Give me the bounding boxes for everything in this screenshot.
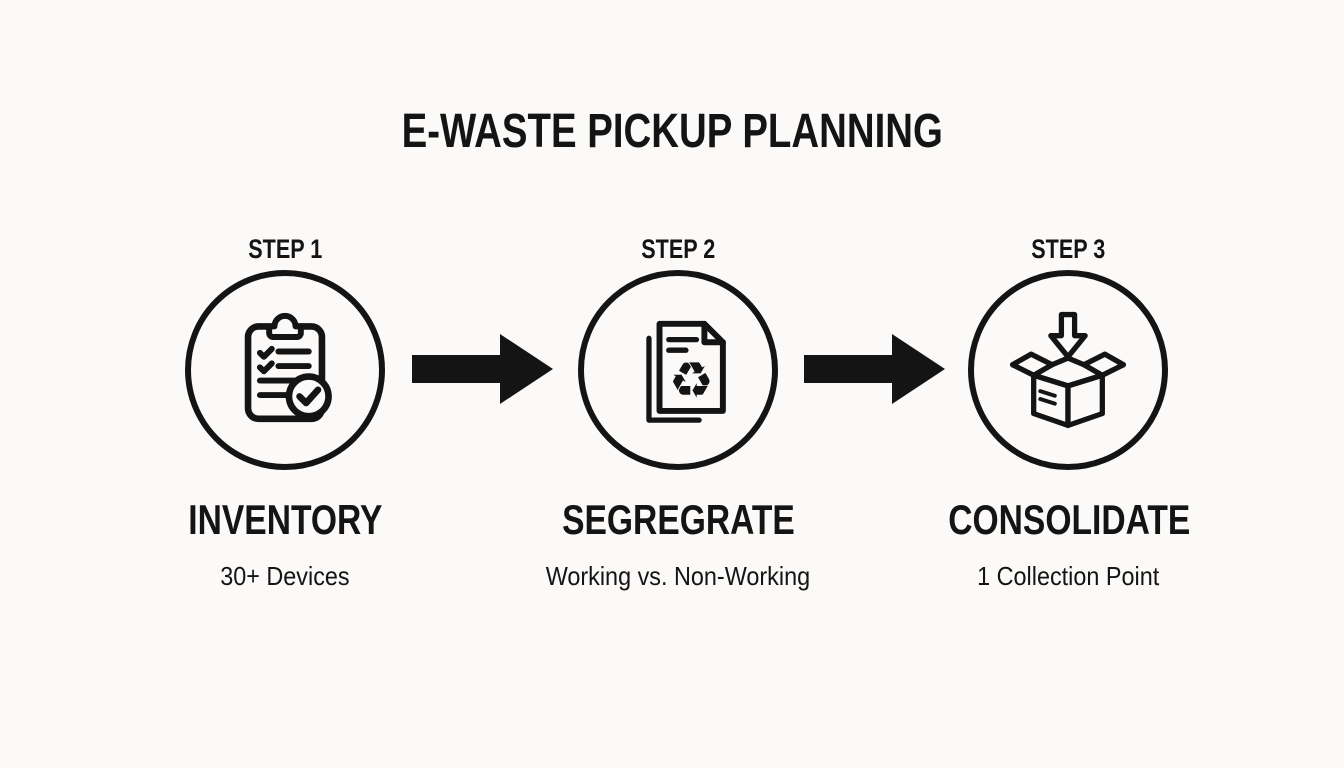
recycle-document-icon: ♻ — [612, 304, 744, 436]
step-2-label: STEP 2 — [640, 234, 716, 264]
step-3: STEP 3 CONSOLIDATE 1 Collection P — [918, 234, 1218, 590]
clipboard-checklist-icon — [219, 304, 351, 436]
step-3-name: CONSOLIDATE — [948, 496, 1191, 543]
arrow-right-icon — [412, 330, 554, 408]
step-3-detail: 1 Collection Point — [976, 561, 1160, 591]
step-1: STEP 1 INVENTORY — [135, 234, 435, 590]
step-2: STEP 2 ♻ SEGREGRATE Working vs. Non-Work… — [528, 234, 828, 590]
step-1-detail: 30+ Devices — [220, 561, 350, 591]
arrow-right-icon — [804, 330, 946, 408]
page-title: E-WASTE PICKUP PLANNING — [401, 105, 943, 158]
step-1-name: INVENTORY — [187, 496, 383, 543]
step-3-label: STEP 3 — [1030, 234, 1106, 264]
step-1-circle — [185, 270, 385, 470]
step-1-label: STEP 1 — [247, 234, 323, 264]
step-2-name: SEGREGRATE — [561, 496, 795, 543]
recycle-symbol: ♻ — [669, 351, 714, 410]
step-2-detail: Working vs. Non-Working — [545, 561, 811, 591]
step-2-circle: ♻ — [578, 270, 778, 470]
step-3-circle — [968, 270, 1168, 470]
open-box-arrow-icon — [1002, 304, 1134, 436]
